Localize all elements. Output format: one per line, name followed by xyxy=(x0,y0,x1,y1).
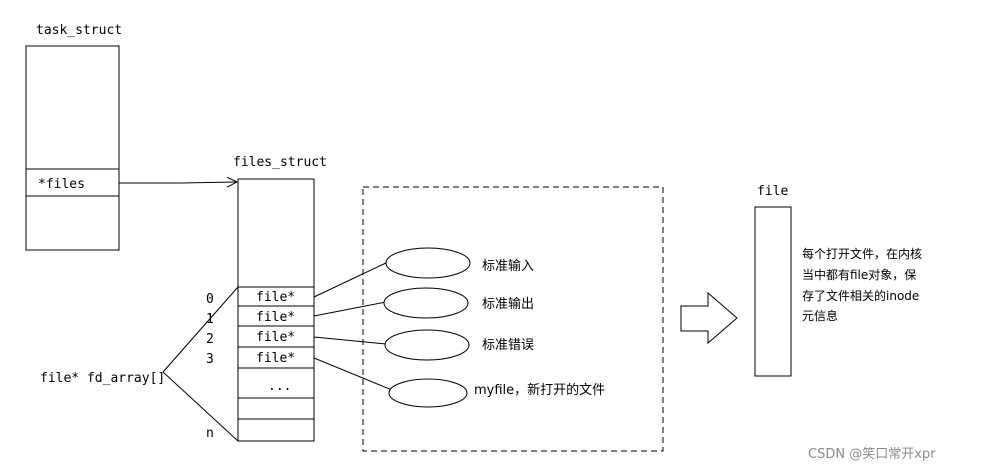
fd-index-0: 0 xyxy=(206,292,214,307)
file-object-box xyxy=(754,206,792,377)
fd-array-label: file* fd_array[] xyxy=(40,371,165,386)
fd-slot-1: file* xyxy=(256,310,295,325)
fd-slot-ellipsis: ... xyxy=(268,379,291,394)
fd-slot-3: file* xyxy=(256,351,295,366)
fd-slot-0: file* xyxy=(256,290,295,305)
csdn-watermark: CSDN @笑口常开xpr xyxy=(808,446,936,462)
stderr-label: 标准错误 xyxy=(482,338,534,353)
stdin-ellipse xyxy=(385,247,471,279)
stdin-label: 标准输入 xyxy=(482,258,534,274)
slot-connectors xyxy=(313,261,393,391)
file-object-title: file xyxy=(757,184,788,199)
file-description-line-3: 存了文件相关的inode xyxy=(802,288,919,303)
files-pointer-field: *files xyxy=(38,177,85,192)
task-struct-box xyxy=(25,45,120,251)
files-struct-title: files_struct xyxy=(233,155,327,170)
fd-slot-2: file* xyxy=(256,330,295,345)
file-description-line-1: 每个打开文件，在内核 xyxy=(802,246,922,261)
fd-array-brace xyxy=(162,286,239,442)
fd-index-2: 2 xyxy=(206,332,214,347)
task-struct-title: task_struct xyxy=(36,23,122,38)
file-description-line-4: 元信息 xyxy=(802,308,838,323)
stdout-ellipse xyxy=(383,287,469,319)
open-files-region xyxy=(362,186,664,452)
files-pointer-arrow xyxy=(119,182,237,183)
file-description-line-2: 当中都有file对象，保 xyxy=(802,267,916,282)
fd-index-3: 3 xyxy=(206,352,214,367)
myfile-label: myfile，新打开的文件 xyxy=(474,382,605,398)
stderr-ellipse xyxy=(384,329,470,361)
block-arrow-right xyxy=(680,291,738,345)
myfile-ellipse xyxy=(388,378,468,408)
files-struct-box xyxy=(237,178,315,442)
stdout-label: 标准输出 xyxy=(482,296,534,312)
fd-index-n: n xyxy=(206,426,214,441)
